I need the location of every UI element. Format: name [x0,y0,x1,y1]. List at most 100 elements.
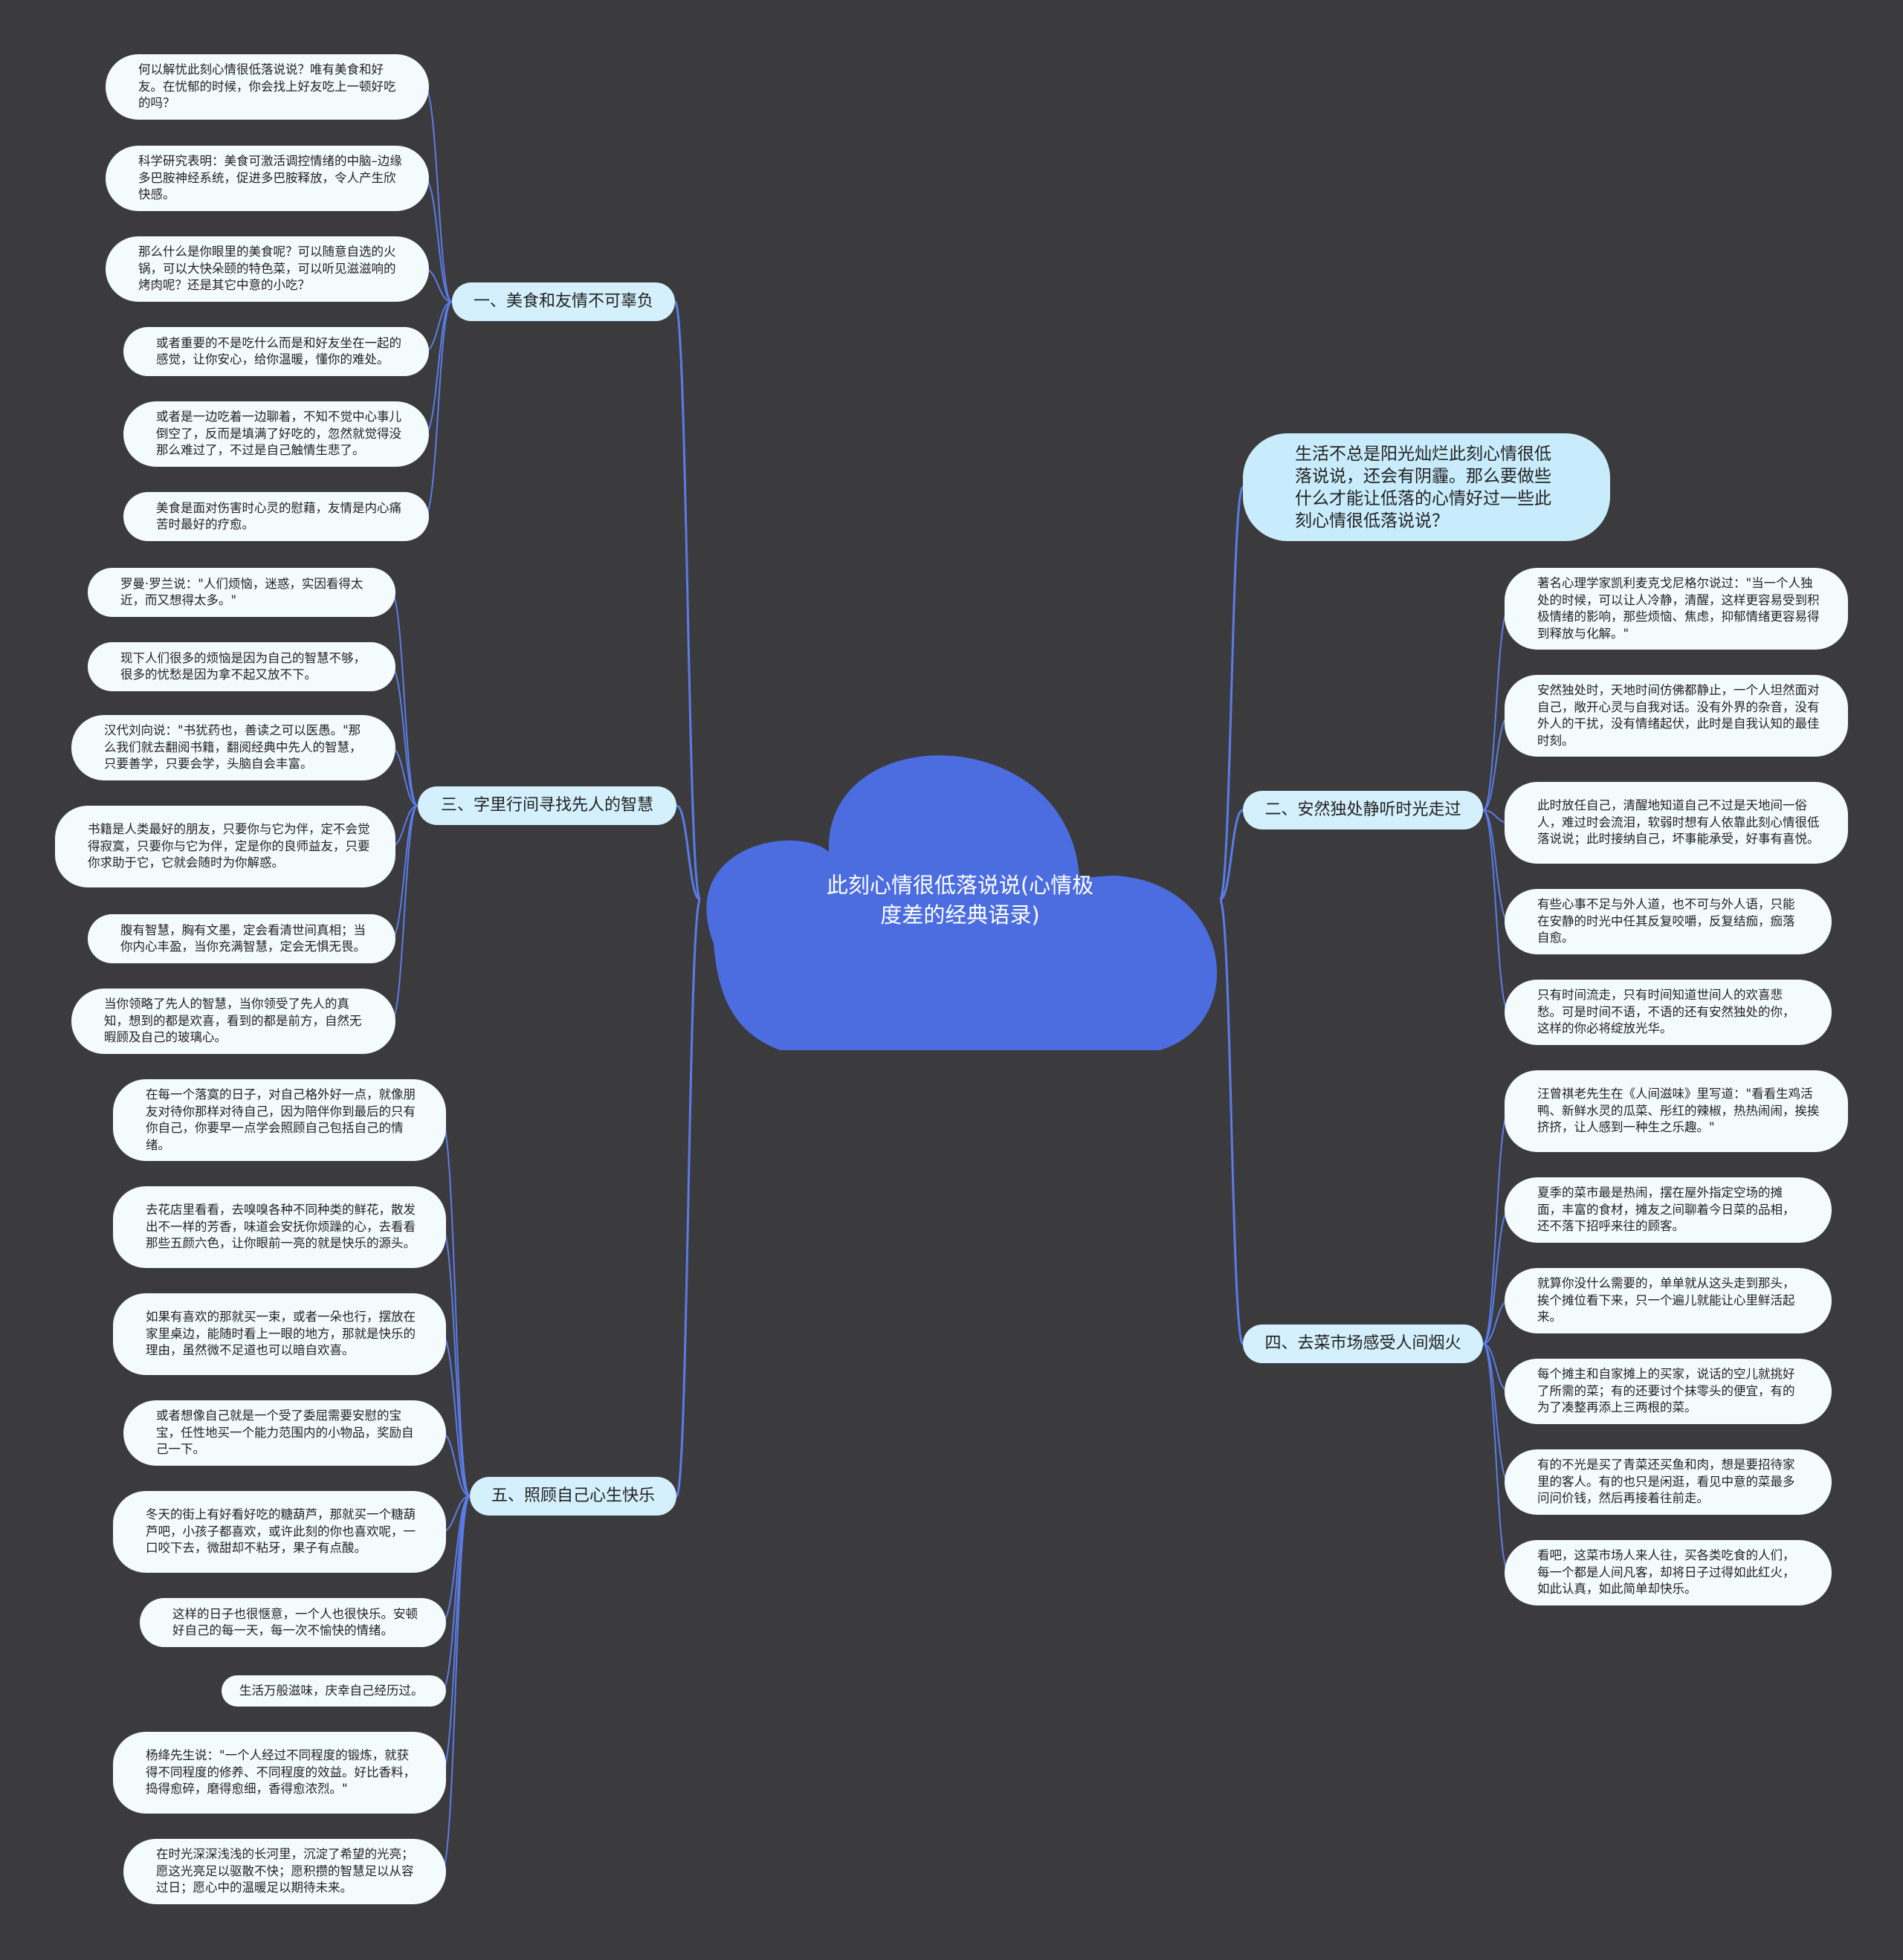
leaf-text: 看吧，这菜市场人来人往，买各类吃食的人们，每一个都是人间凡客，却将日子过得如此红… [1537,1548,1795,1597]
leaf-topic[interactable]: 就算你没什么需要的，单单就从这头走到那头，挨个摊位看下来，只一个遍儿就能让心里鲜… [1505,1268,1832,1333]
leaf-topic[interactable]: 有些心事不足与外人道，也不可与外人语，只能在安静的时光中任其反复咬嚼，反复结痂，… [1505,889,1832,954]
connector-line [424,86,453,303]
branch-label: 二、安然独处静听时光走过 [1264,801,1461,819]
leaf-text: 或者想像自己就是一个受了委屈需要安慰的宝宝，任性地买一个能力范围内的小物品，奖励… [156,1408,414,1457]
leaf-topic[interactable]: 科学研究表明：美食可激活调控情绪的中脑–边缘多巴胺神经系统，促进多巴胺释放，令人… [106,146,429,211]
branch-vegetable-market[interactable]: 四、去菜市场感受人间烟火 [1243,1325,1483,1363]
connector-line [1218,486,1244,901]
connector-line [424,301,453,517]
connector-line [390,592,419,806]
leaf-text: 冬天的街上有好看好吃的糖葫芦，那就买一个糖葫芦吧，小孩子都喜欢，或许此刻的你也喜… [146,1507,416,1556]
leaf-text: 或者是一边吃着一边聊着，不知不觉中心事儿倒空了，反而是填满了好吃的，忽然就觉得没… [156,410,401,458]
leaf-topic[interactable]: 腹有智慧，胸有文墨，定会看清世间真相；当你内心丰盈，当你充满智慧，定会无惧无畏。 [88,914,395,963]
connector-line [1218,899,1244,1345]
leaf-topic[interactable]: 何以解忧此刻心情很低落说说？唯有美食和好友。在忧郁的时候，你会找上好友吃上一顿好… [106,54,429,120]
leaf-text: 去花店里看看，去嗅嗅各种不同种类的鲜花，散发出不一样的芳香，味道会安抚你烦躁的心… [146,1203,416,1251]
leaf-topic[interactable]: 冬天的街上有好看好吃的糖葫芦，那就买一个糖葫芦吧，小孩子都喜欢，或许此刻的你也喜… [113,1491,446,1573]
leaf-topic[interactable]: 看吧，这菜市场人来人往，买各类吃食的人们，每一个都是人间凡客，却将日子过得如此红… [1505,1540,1832,1605]
intro-text: 生活不总是阳光灿烂此刻心情很低落说说，还会有阴霾。那么要做些什么才能让低落的心情… [1295,444,1551,531]
leaf-text: 著名心理学家凯利麦克戈尼格尔说过："当一个人独处的时候，可以让人冷静，清醒，这样… [1537,576,1820,641]
connector-line [390,805,419,939]
leaf-topic[interactable]: 在每一个落寞的日子，对自己格外好一点，就像朋友对待你那样对待自己，因为陪伴你到最… [113,1079,446,1161]
leaf-topic[interactable]: 著名心理学家凯利麦克戈尼格尔说过："当一个人独处的时候，可以让人冷静，清醒，这样… [1505,568,1848,650]
central-topic-label: 此刻心情很低落说说(心情极度差的经典语录) [826,872,1094,928]
leaf-text: 汪曾祺老先生在《人间滋味》里写道："看看生鸡活鸭、新鲜水灵的瓜菜、彤红的辣椒，热… [1537,1087,1820,1135]
connector-line [390,805,419,1022]
leaf-topic[interactable]: 或者想像自己就是一个受了委屈需要安慰的宝宝，任性地买一个能力范围内的小物品，奖励… [123,1400,446,1466]
connector-line [441,1495,471,1773]
leaf-topic[interactable]: 每个摊主和自家摊上的买家，说话的空儿就挑好了所需的菜；有的还要讨个抹零头的便宜，… [1505,1359,1832,1424]
branch-solitude[interactable]: 二、安然独处静听时光走过 [1243,791,1483,829]
connector-line [1482,1343,1510,1574]
leaf-topic[interactable]: 汪曾祺老先生在《人间滋味》里写道："看看生鸡活鸭、新鲜水灵的瓜菜、彤红的辣椒，热… [1505,1070,1848,1152]
leaf-text: 夏季的菜市最是热闹，摆在屋外指定空场的摊面，丰富的食材，摊友之间聊着今日菜的品相… [1537,1186,1795,1234]
connector-line [675,899,702,1498]
leaf-text: 现下人们很多的烦恼是因为自己的智慧不够，很多的忧愁是因为拿不起又放不下。 [120,650,366,682]
leaf-text: 这样的日子也很惬意，一个人也很快乐。安顿好自己的每一天，每一次不愉快的情绪。 [172,1606,418,1638]
leaf-topic[interactable]: 生活万般滋味，庆幸自己经历过。 [222,1675,446,1707]
central-topic[interactable]: 此刻心情很低落说说(心情极度差的经典语录) [699,749,1221,1050]
connector-line [1482,809,1510,1013]
leaf-topic[interactable]: 在时光深深浅浅的长河里，沉淀了希望的光亮；愿这光亮足以驱散不快；愿积攒的智慧足以… [123,1839,446,1904]
branch-label: 一、美食和友情不可辜负 [473,292,653,311]
connector-line [424,178,453,303]
intro-topic[interactable]: 生活不总是阳光灿烂此刻心情很低落说说，还会有阴霾。那么要做些什么才能让低落的心情… [1243,433,1610,541]
leaf-topic[interactable]: 夏季的菜市最是热闹，摆在屋外指定空场的摊面，丰富的食材，摊友之间聊着今日菜的品相… [1505,1177,1832,1243]
leaf-text: 何以解忧此刻心情很低落说说？唯有美食和好友。在忧郁的时候，你会找上好友吃上一顿好… [138,62,396,111]
connector-line [1482,1110,1510,1345]
connector-line [1219,809,1244,901]
leaf-topic[interactable]: 汉代刘向说："书犹药也，善读之可以医愚。"那么我们就去翻阅书籍，翻阅经典中先人的… [71,715,395,780]
leaf-text: 美食是面对伤害时心灵的慰藉，友情是内心痛苦时最好的疗愈。 [156,500,401,532]
leaf-text: 只有时间流走，只有时间知道世间人的欢喜悲愁。可是时间不语，不语的还有安然独处的你… [1537,988,1795,1036]
branch-food-friendship[interactable]: 一、美食和友情不可辜负 [452,282,675,321]
leaf-text: 书籍是人类最好的朋友，只要你与它为伴，定不会觉得寂寞，只要你与它为伴，定是你的良… [88,822,370,870]
leaf-text: 杨绛先生说："一个人经过不同程度的锻炼，就获得不同程度的修养、不同程度的效益。好… [146,1748,416,1796]
leaf-text: 如果有喜欢的那就买一束，或者一朵也行，摆放在家里桌边，能随时看上一眼的地方，那就… [146,1310,416,1358]
cloud-icon [706,755,1218,1050]
leaf-text: 生活万般滋味，庆幸自己经历过。 [239,1683,424,1698]
connector-line [441,1495,471,1872]
leaf-topic[interactable]: 有的不光是买了青菜还买鱼和肉，想是要招待家里的客人。有的也只是闲逛，看见中意的菜… [1505,1449,1832,1515]
branch-label: 三、字里行间寻找先人的智慧 [440,796,653,815]
leaf-text: 每个摊主和自家摊上的买家，说话的空儿就挑好了所需的菜；有的还要讨个抹零头的便宜，… [1537,1367,1795,1415]
connector-line [676,804,701,901]
leaf-topic[interactable]: 罗曼·罗兰说："人们烦恼，迷惑，实因看得太近，而又想得太多。" [88,568,395,617]
leaf-topic[interactable]: 书籍是人类最好的朋友，只要你与它为伴，定不会觉得寂寞，只要你与它为伴，定是你的良… [55,806,395,887]
leaf-topic[interactable]: 美食是面对伤害时心灵的慰藉，友情是内心痛苦时最好的疗愈。 [123,492,429,541]
leaf-topic[interactable]: 当你领略了先人的智慧，当你领受了先人的真知，想到的都是欢喜，看到的都是前方，自然… [71,989,395,1054]
leaf-text: 有的不光是买了青菜还买鱼和肉，想是要招待家里的客人。有的也只是闲逛，看见中意的菜… [1537,1458,1795,1506]
leaf-text: 安然独处时，天地时间仿佛都静止，一个人坦然面对自己，敞开心灵与自我对话。没有外界… [1537,683,1820,748]
leaf-topic[interactable]: 这样的日子也很惬意，一个人也很快乐。安顿好自己的每一天，每一次不愉快的情绪。 [140,1598,446,1647]
branch-self-care[interactable]: 五、照顾自己心生快乐 [470,1477,676,1516]
connector-line [441,1119,471,1497]
leaf-topic[interactable]: 此时放任自己，清醒地知道自己不过是天地间一俗人，难过时会流泪，软弱时想有人依靠此… [1505,782,1848,864]
connector-line [390,666,419,806]
leaf-text: 罗曼·罗兰说："人们烦恼，迷惑，实因看得太近，而又想得太多。" [120,576,364,608]
connector-line [673,300,702,901]
leaf-text: 腹有智慧，胸有文墨，定会看清世间真相；当你内心丰盈，当你充满智慧，定会无惧无畏。 [120,922,366,954]
leaf-topic[interactable]: 或者是一边吃着一边聊着，不知不觉中心事儿倒空了，反而是填满了好吃的，忽然就觉得没… [123,401,429,467]
connector-line [441,1495,471,1692]
leaf-topic[interactable]: 只有时间流走，只有时间知道世间人的欢喜悲愁。可是时间不语，不语的还有安然独处的你… [1505,980,1832,1045]
connector-line [441,1226,471,1497]
leaf-text: 科学研究表明：美食可激活调控情绪的中脑–边缘多巴胺神经系统，促进多巴胺释放，令人… [138,154,402,202]
leaf-topic[interactable]: 如果有喜欢的那就买一束，或者一朵也行，摆放在家里桌边，能随时看上一眼的地方，那就… [113,1293,446,1375]
connector-line [424,301,453,435]
leaf-text: 当你领略了先人的智慧，当你领受了先人的真知，想到的都是欢喜，看到的都是前方，自然… [104,997,362,1045]
branch-ancestor-wisdom[interactable]: 三、字里行间寻找先人的智慧 [418,786,676,825]
leaf-text: 在每一个落寞的日子，对自己格外好一点，就像朋友对待你那样对待自己，因为陪伴你到最… [146,1087,416,1152]
leaf-topic[interactable]: 安然独处时，天地时间仿佛都静止，一个人坦然面对自己，敞开心灵与自我对话。没有外界… [1505,675,1848,757]
leaf-text: 此时放任自己，清醒地知道自己不过是天地间一俗人，难过时会流泪，软弱时想有人依靠此… [1537,798,1820,847]
leaf-text: 那么什么是你眼里的美食呢？可以随意自选的火锅，可以大快朵颐的特色菜，可以听见滋滋… [138,245,396,293]
leaf-topic[interactable]: 杨绛先生说："一个人经过不同程度的锻炼，就获得不同程度的修养、不同程度的效益。好… [113,1732,446,1814]
leaf-topic[interactable]: 或者重要的不是吃什么而是和好友坐在一起的感觉，让你安心，给你温暖，懂你的难处。 [123,327,429,376]
branch-label: 四、去菜市场感受人间烟火 [1264,1334,1461,1353]
leaf-topic[interactable]: 现下人们很多的烦恼是因为自己的智慧不够，很多的忧愁是因为拿不起又放不下。 [88,642,395,691]
leaf-topic[interactable]: 那么什么是你眼里的美食呢？可以随意自选的火锅，可以大快朵颐的特色菜，可以听见滋滋… [106,236,429,302]
leaf-topic[interactable]: 去花店里看看，去嗅嗅各种不同种类的鲜花，散发出不一样的芳香，味道会安抚你烦躁的心… [113,1186,446,1268]
leaf-text: 在时光深深浅浅的长河里，沉淀了希望的光亮；愿这光亮足以驱散不快；愿积攒的智慧足以… [156,1847,414,1895]
connector-line [441,1333,471,1497]
leaf-text: 有些心事不足与外人道，也不可与外人语，只能在安静的时光中任其反复咬嚼，反复结痂，… [1537,897,1795,945]
